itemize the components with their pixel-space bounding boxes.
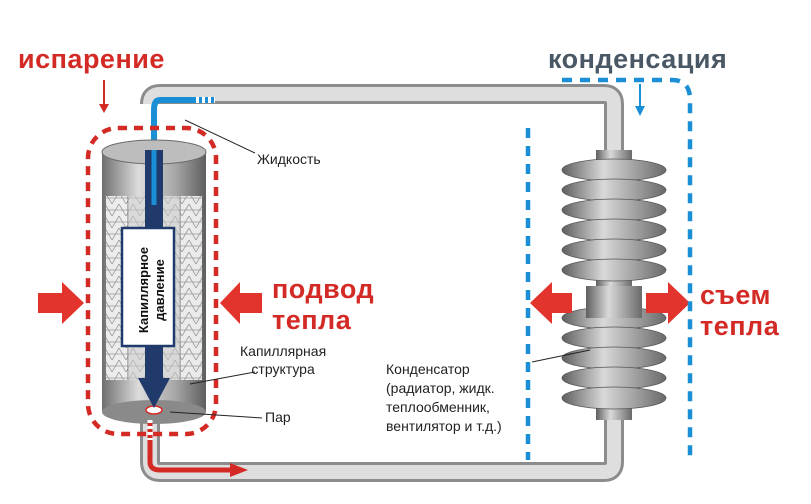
condenser-fin bbox=[561, 346, 667, 370]
condenser-label: Конденсатор (радиатор, жидк. теплообменн… bbox=[386, 361, 502, 434]
condensation-zone bbox=[525, 77, 693, 462]
capillary-pressure-label: Капиллярное давление bbox=[136, 246, 167, 334]
evaporation-zone bbox=[85, 125, 219, 437]
vapor-label: Пар bbox=[265, 409, 291, 425]
condensation-title: конденсация bbox=[548, 44, 728, 74]
capillary-pressure-box bbox=[120, 226, 176, 348]
vapor-flow bbox=[147, 420, 248, 477]
leader-lines bbox=[169, 119, 591, 419]
condenser-fin bbox=[561, 238, 667, 262]
evaporation-title: испарение bbox=[18, 44, 165, 74]
liquid-label: Жидкость bbox=[257, 151, 321, 167]
evaporation-pointer-head bbox=[99, 104, 109, 113]
condensation-pointer-head bbox=[635, 106, 645, 116]
capillary-structure-label: Капиллярная структура bbox=[240, 343, 327, 377]
condenser-fin bbox=[561, 386, 667, 410]
arrow-in-icon bbox=[220, 282, 262, 324]
arrow-in-icon bbox=[38, 282, 84, 324]
condenser-fin bbox=[561, 198, 667, 222]
arrow-out-icon bbox=[530, 282, 572, 324]
heat-input-label: подвод тепла bbox=[272, 274, 375, 335]
condenser-fin bbox=[561, 258, 667, 282]
condenser-fin bbox=[561, 366, 667, 390]
condenser bbox=[561, 150, 667, 420]
heat-removal-label: съем тепла bbox=[700, 280, 780, 341]
condenser-fin bbox=[561, 218, 667, 242]
condenser-fin bbox=[561, 158, 667, 182]
arrow-out-icon bbox=[646, 282, 690, 324]
condenser-fin bbox=[561, 326, 667, 350]
condenser-fin bbox=[561, 178, 667, 202]
liquid-flow bbox=[151, 97, 215, 150]
